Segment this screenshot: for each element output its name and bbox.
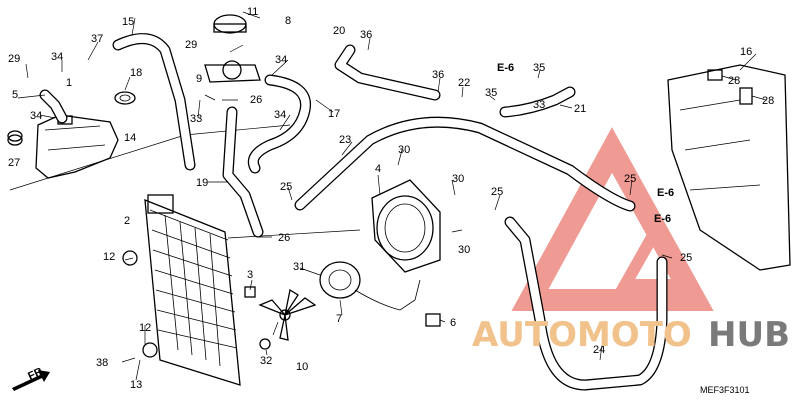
- ref-e6-c: E-6: [654, 213, 671, 225]
- tank-cap: [7, 130, 23, 146]
- callout-26-a: 26: [250, 94, 262, 106]
- callout-24: 24: [593, 344, 605, 356]
- hose-15: [112, 33, 196, 171]
- callout-4: 4: [375, 163, 381, 175]
- connector: [425, 313, 441, 327]
- callout-10: 10: [296, 361, 308, 373]
- fan-motor: [319, 261, 421, 311]
- callout-12-lower: 12: [139, 322, 151, 334]
- radiator: [122, 194, 241, 386]
- hose-23: [294, 116, 636, 212]
- callout-29-a: 29: [8, 53, 20, 65]
- hose-24: [504, 216, 668, 391]
- callout-7: 7: [336, 313, 342, 325]
- callout-34-d: 34: [274, 109, 286, 121]
- hose-19: [222, 106, 264, 238]
- hose-21: [499, 86, 576, 118]
- callout-35-b: 35: [533, 62, 545, 74]
- callout-26-b: 26: [278, 232, 290, 244]
- ref-e6-a: E-6: [497, 62, 514, 74]
- callout-19: 19: [196, 177, 208, 189]
- callout-25-d: 25: [680, 252, 692, 264]
- callout-32: 32: [260, 355, 272, 367]
- callout-8: 8: [285, 15, 291, 27]
- callout-36-b: 36: [432, 69, 444, 81]
- callout-34-a: 34: [51, 51, 63, 63]
- hose-17: [247, 74, 312, 174]
- callout-1: 1: [66, 77, 72, 89]
- watermark-text-hub: HUB: [708, 315, 790, 355]
- reserve-tank: [35, 114, 119, 179]
- callout-33-b: 33: [533, 99, 545, 111]
- callout-30-c: 30: [458, 244, 470, 256]
- filler-neck: [204, 14, 261, 83]
- callout-21: 21: [574, 103, 586, 115]
- front-arrow: [12, 370, 50, 391]
- siphon-tube: [114, 91, 136, 105]
- callout-25-a: 25: [280, 181, 292, 193]
- hose-20: [334, 44, 441, 101]
- callout-34-b: 34: [30, 110, 42, 122]
- callout-22: 22: [458, 77, 470, 89]
- callout-17: 17: [328, 108, 340, 120]
- callout-labels: 1 2 3 4 5 6 7 8 9 10 11 12 12 13 14 15 1…: [8, 6, 774, 391]
- callout-23: 23: [339, 134, 351, 146]
- callout-36-a: 36: [360, 29, 372, 41]
- callout-14: 14: [124, 132, 136, 144]
- callout-33-a: 33: [190, 113, 202, 125]
- callout-11: 11: [247, 6, 258, 18]
- watermark-triangle-inner: [614, 219, 696, 291]
- watermark-text-automoto: AUTOMOTO: [472, 315, 692, 355]
- cooling-fan: [258, 288, 317, 341]
- callout-9: 9: [196, 73, 202, 85]
- callout-35-a: 35: [485, 87, 497, 99]
- callout-34-c: 34: [275, 54, 287, 66]
- watermark-triangle-outer: [511, 127, 714, 311]
- callout-25-b: 25: [491, 186, 503, 198]
- callout-18: 18: [130, 67, 142, 79]
- callout-3: 3: [247, 269, 253, 281]
- leader-line: [227, 229, 361, 239]
- callout-30-a: 30: [398, 144, 410, 156]
- leader-line: [9, 124, 291, 191]
- callout-27: 27: [8, 157, 20, 169]
- callout-13: 13: [130, 379, 142, 391]
- callout-12-upper: 12: [103, 251, 115, 263]
- hose-5: [39, 89, 68, 124]
- callout-6: 6: [450, 317, 456, 329]
- drawing-code: MEF3F3101: [700, 385, 750, 395]
- callout-25-c: 25: [624, 173, 636, 185]
- callout-30-b: 30: [452, 173, 464, 185]
- ref-e6-b: E-6: [657, 187, 674, 199]
- callout-15: 15: [122, 16, 134, 28]
- grommet: [244, 286, 256, 298]
- callout-5: 5: [12, 89, 18, 101]
- callout-16: 16: [740, 46, 752, 58]
- watermark-logo: [511, 127, 714, 311]
- callout-38: 38: [96, 357, 108, 369]
- collar: [259, 338, 271, 350]
- leader-lines: [17, 11, 767, 381]
- callout-29-b: 29: [185, 39, 197, 51]
- callout-28-b: 28: [762, 95, 774, 107]
- callout-2: 2: [124, 215, 130, 227]
- callout-20: 20: [333, 25, 345, 37]
- callout-37: 37: [91, 33, 103, 45]
- fan-shroud: [371, 179, 441, 273]
- air-guide: [667, 64, 791, 271]
- callout-28-a: 28: [728, 75, 740, 87]
- callout-31: 31: [293, 261, 305, 273]
